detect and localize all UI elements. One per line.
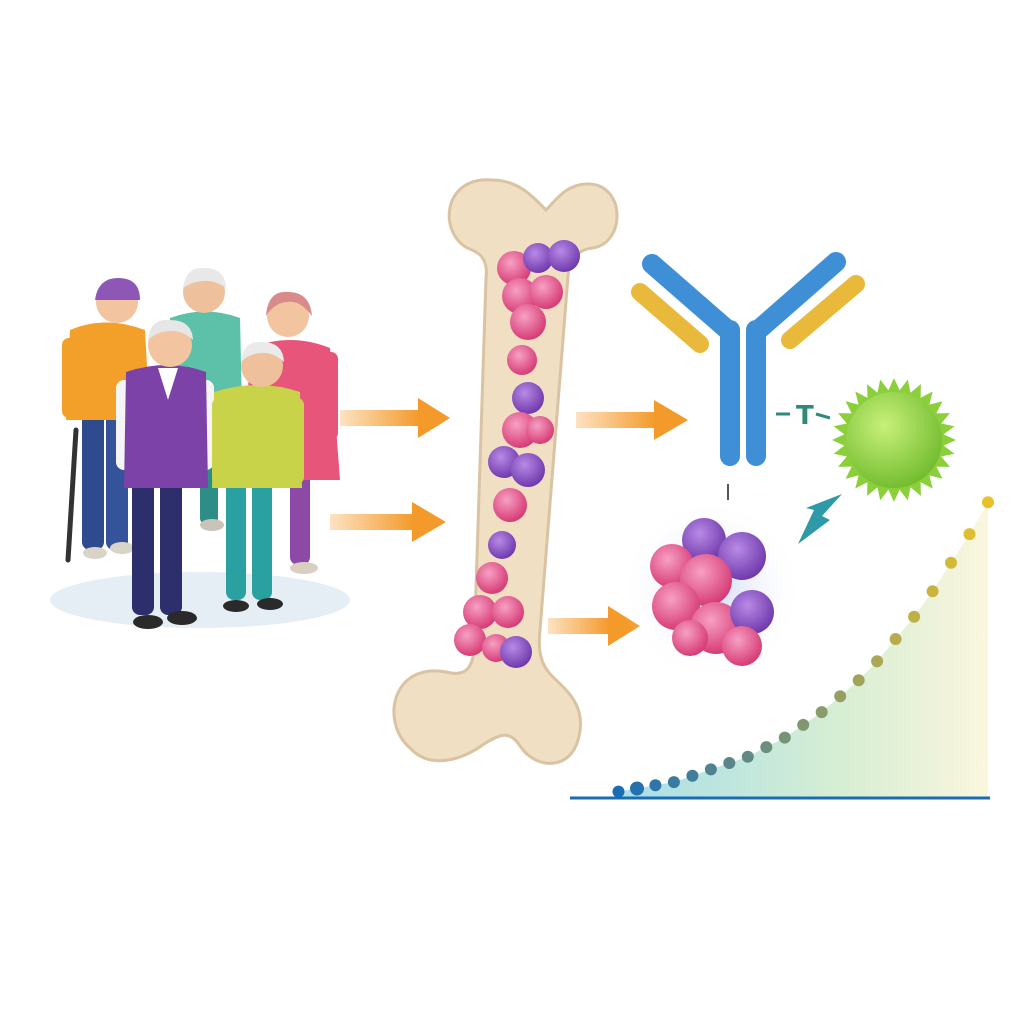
arrow-bone-to-antibody — [576, 400, 688, 440]
myeloma-cell-pink — [529, 275, 563, 309]
t-cell-icon — [832, 378, 956, 502]
cluster-cell-purple — [682, 518, 726, 562]
arrow-people-to-bone-top — [340, 398, 450, 438]
myeloma-cell-pink — [510, 304, 546, 340]
antibody-icon — [631, 252, 865, 466]
connector-dash-right — [815, 412, 831, 420]
curve-point — [982, 496, 994, 509]
cluster-cell-purple — [730, 590, 774, 634]
cluster-cell-pink — [652, 582, 700, 630]
curve-point — [797, 718, 810, 731]
person-purple-vest — [116, 319, 214, 629]
myeloma-cell-purple — [512, 382, 544, 414]
attack-arrow-icon — [798, 494, 842, 544]
cluster-cell-pink — [722, 626, 762, 666]
curve-point — [908, 610, 921, 623]
curve-point — [926, 585, 939, 598]
myeloma-cell-pink — [526, 416, 554, 444]
elderly-patients-group — [50, 267, 350, 629]
myeloma-cell-pink — [476, 562, 508, 594]
curve-point — [834, 690, 847, 703]
curve-point — [741, 750, 754, 763]
curve-point — [704, 763, 717, 776]
curve-point — [871, 655, 884, 668]
myeloma-cell-pink — [502, 412, 538, 448]
curve-point — [760, 741, 773, 754]
curve-point — [852, 674, 865, 687]
myeloma-cell-pink — [463, 595, 497, 629]
curve-point — [778, 731, 791, 744]
marrow-cell-column — [454, 240, 580, 668]
person-green-shirt — [212, 341, 304, 612]
myeloma-cell-pink — [454, 624, 486, 656]
curve-point — [723, 757, 736, 769]
myeloma-cell-purple — [511, 453, 545, 487]
myeloma-cell-pink — [497, 251, 531, 285]
curve-area — [618, 502, 988, 798]
curve-point — [686, 769, 699, 782]
myeloma-cell-pink — [492, 596, 524, 628]
curve-point — [963, 528, 976, 541]
arrow-bone-to-myeloma-cluster — [548, 606, 640, 646]
person-orange-sweater — [62, 278, 150, 563]
curve-point — [945, 556, 957, 569]
curve-point — [815, 706, 828, 719]
growth-curve — [570, 496, 994, 800]
myeloma-cell-purple — [523, 243, 553, 273]
arrow-people-to-bone-bottom — [330, 502, 446, 542]
myeloma-cell-purple — [548, 240, 580, 272]
myeloma-cell-purple — [488, 531, 516, 559]
cluster-cell-pink — [672, 620, 708, 656]
curve-point — [612, 785, 625, 798]
bone-marrow-with-myeloma-cells — [392, 178, 619, 765]
myeloma-cell-purple — [500, 636, 532, 668]
t-cell-label: T — [796, 401, 814, 431]
myeloma-cell-cluster — [620, 498, 804, 682]
curve-point — [667, 776, 680, 789]
curve-point — [889, 633, 902, 645]
cluster-cell-purple — [718, 532, 766, 580]
myeloma-cell-pink — [493, 488, 527, 522]
curve-point — [630, 781, 644, 796]
myeloma-cell-pink — [507, 345, 537, 375]
curve-point — [649, 779, 662, 792]
